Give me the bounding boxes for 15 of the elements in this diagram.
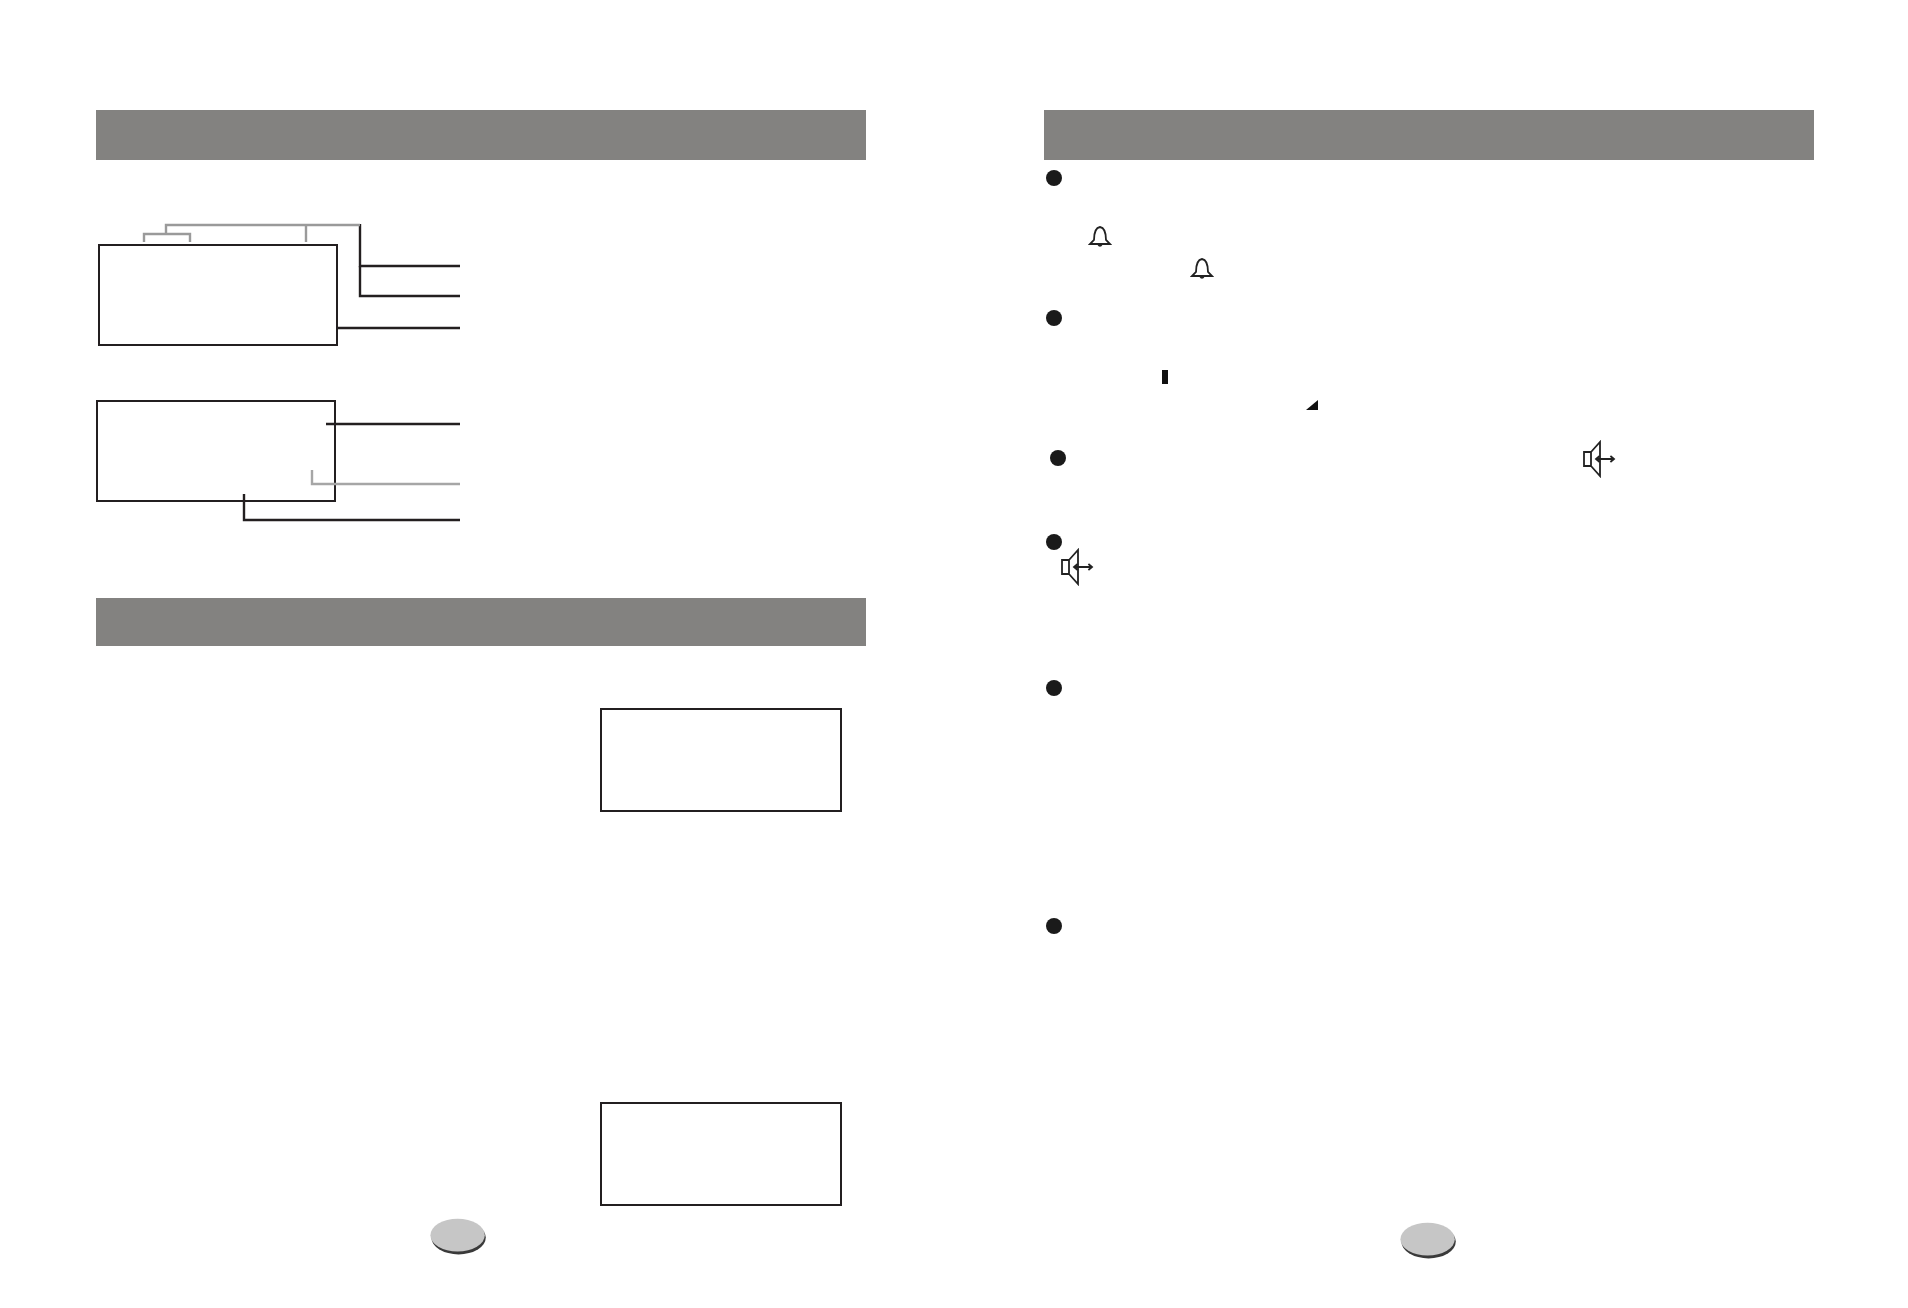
header-band	[96, 110, 866, 160]
leader-line	[310, 470, 460, 486]
leader-line	[358, 224, 460, 268]
header-band	[1044, 110, 1814, 160]
leader-line	[338, 326, 460, 330]
leader-line	[242, 494, 460, 522]
leader-line	[326, 422, 460, 426]
page-number-oval	[1398, 1220, 1458, 1260]
leader-line	[358, 266, 460, 298]
display-frame	[98, 244, 338, 346]
page-number-oval	[428, 1216, 488, 1256]
display-frame	[600, 708, 842, 812]
header-band	[96, 598, 866, 646]
display-frame	[600, 1102, 842, 1206]
display-frame	[96, 400, 336, 502]
